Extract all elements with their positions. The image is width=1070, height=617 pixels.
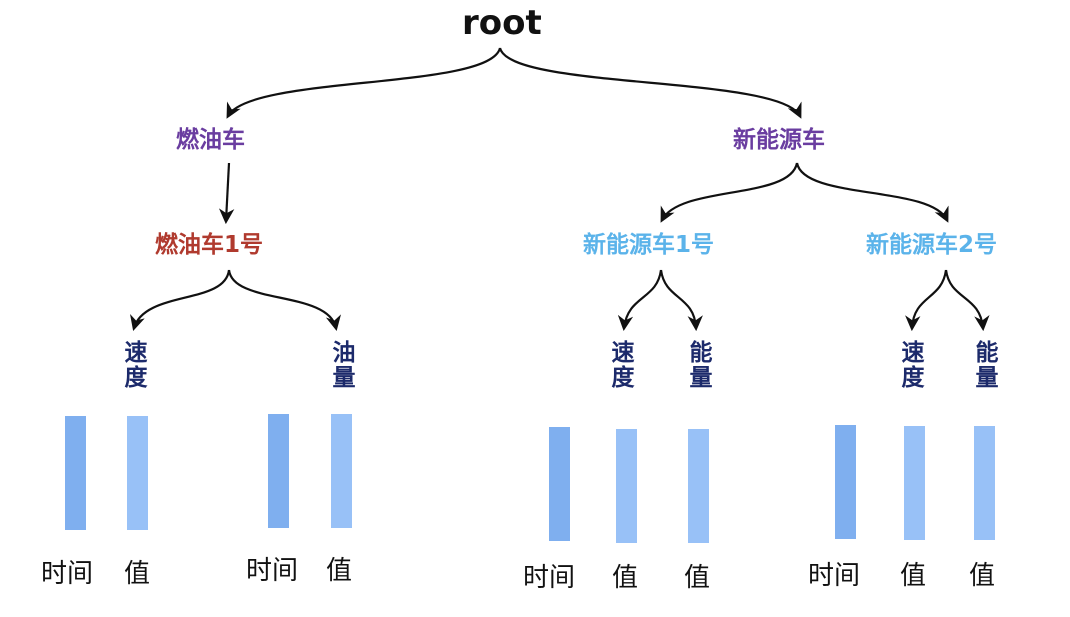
edge-root-ev bbox=[498, 47, 802, 119]
time-column-bar bbox=[268, 414, 289, 528]
time-column-bar bbox=[549, 427, 570, 541]
edge-ev-ev2 bbox=[795, 162, 949, 223]
value-column-label: 值 bbox=[900, 561, 927, 591]
time-column-label: 时间 bbox=[808, 561, 861, 591]
value-column-bar bbox=[904, 426, 925, 540]
time-column-label: 时间 bbox=[246, 556, 299, 586]
value-column-label: 值 bbox=[124, 559, 151, 589]
edge-ev2-energy bbox=[944, 269, 990, 332]
value-column-bar bbox=[616, 429, 637, 543]
edge-root-fuel bbox=[226, 47, 502, 119]
car-ev-1: 新能源车1号 bbox=[583, 232, 715, 258]
edge-fuel1-oil bbox=[227, 269, 341, 332]
edge-ev1-energy bbox=[659, 269, 703, 332]
edge-ev1-speed bbox=[617, 269, 663, 332]
value-column-label: 值 bbox=[326, 556, 353, 586]
category-fuel: 燃油车 bbox=[176, 127, 245, 153]
edge-fuel-fuel1 bbox=[218, 162, 235, 225]
time-column-label: 时间 bbox=[41, 559, 94, 589]
value-column-label: 值 bbox=[612, 563, 639, 593]
time-column-label: 时间 bbox=[523, 563, 576, 593]
metric-speed: 速度 bbox=[607, 340, 633, 390]
value-column-bar bbox=[974, 426, 995, 540]
value-column-bar bbox=[127, 416, 148, 530]
edge-ev-ev1 bbox=[660, 162, 799, 223]
metric-speed: 速度 bbox=[120, 340, 146, 390]
category-ev: 新能源车 bbox=[733, 127, 825, 153]
metric-oil: 油量 bbox=[328, 340, 354, 390]
value-column-bar bbox=[331, 414, 352, 528]
time-column-bar bbox=[65, 416, 86, 530]
edge-fuel1-speed bbox=[130, 269, 231, 331]
metric-speed: 速度 bbox=[897, 340, 923, 390]
value-column-label: 值 bbox=[969, 561, 996, 591]
time-column-bar bbox=[835, 425, 856, 539]
car-ev-2: 新能源车2号 bbox=[866, 232, 998, 258]
value-column-bar bbox=[688, 429, 709, 543]
metric-energy: 能量 bbox=[971, 340, 997, 390]
edge-ev2-speed bbox=[905, 269, 948, 332]
car-fuel-1: 燃油车1号 bbox=[155, 232, 264, 258]
value-column-label: 值 bbox=[684, 563, 711, 593]
root-node: root bbox=[462, 3, 542, 43]
metric-energy: 能量 bbox=[685, 340, 711, 390]
